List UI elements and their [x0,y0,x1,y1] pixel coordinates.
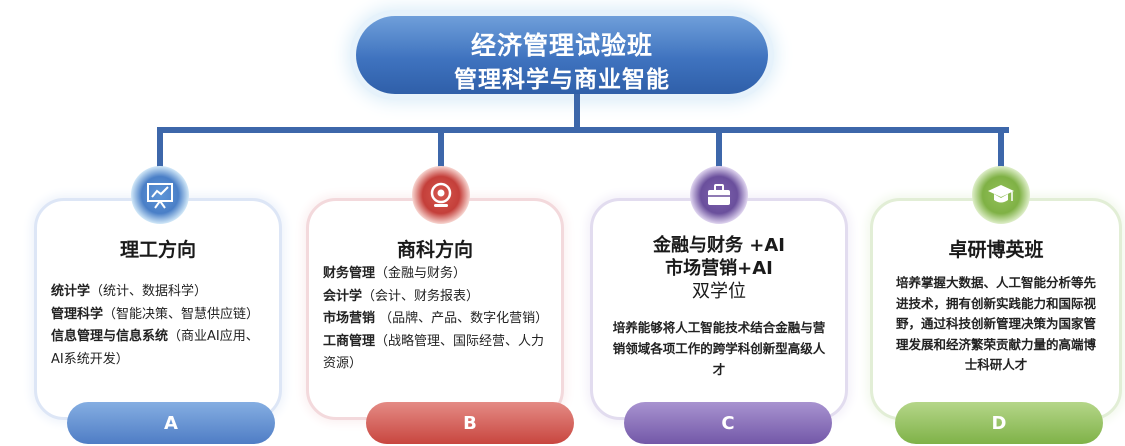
branch-tag-b: B [366,402,574,444]
list-item: 市场营销 （品牌、产品、数字化营销） [323,308,553,331]
branch-card-b: 商科方向 财务管理（金融与财务） 会计学（会计、财务报表） 市场营销 （品牌、产… [306,198,564,420]
item-note: （金融与财务） [375,266,467,281]
item-note: （品牌、产品、数字化营销） [375,311,549,326]
root-title: 经济管理试验班 [470,31,653,60]
briefcase-icon [690,166,748,224]
branch-description: 培养掌握大数据、人工智能分析等先进技术，拥有创新实践能力和国际视野，通过科技创新… [895,275,1096,372]
item-term: 市场营销 [323,311,376,326]
root-node: 经济管理试验班 管理科学与商业智能 [356,16,768,94]
item-term: 信息管理与信息系统 [51,329,169,344]
list-item: 管理科学（智能决策、智慧供应链） [51,304,271,327]
item-term: 会计学 [323,288,363,304]
item-note: （统计、数据科学） [90,284,208,299]
branch-tag-a: A [67,402,275,444]
branch-connector-c [716,127,722,171]
branch-item-list: 财务管理（金融与财务） 会计学（会计、财务报表） 市场营销 （品牌、产品、数字化… [323,263,553,376]
branch-title-line: 金融与财务 +AI [653,235,785,256]
item-term: 财务管理 [323,266,376,281]
branch-tag-c: C [624,402,832,444]
presentation-chart-icon [131,166,189,224]
branch-title-line: 双学位 [692,281,746,302]
branch-title: 卓研博英班 [948,239,1044,261]
branch-connector-d [998,127,1004,171]
list-item: 工商管理（战略管理、国际经营、人力资源） [323,331,553,376]
branch-connector-a [157,127,163,171]
branch-bar-connector [157,127,1009,133]
graduation-cap-icon [972,166,1030,224]
list-item: 财务管理（金融与财务） [323,263,553,286]
branch-title: 理工方向 [119,239,196,261]
branch-card-d: 卓研博英班 培养掌握大数据、人工智能分析等先进技术，拥有创新实践能力和国际视野，… [870,198,1122,420]
item-note: （商业AI应用、AI系统开发） [51,329,259,367]
branch-item-list: 统计学（统计、数据科学） 管理科学（智能决策、智慧供应链） 信息管理与信息系统（… [51,281,271,371]
webcam-icon [412,166,470,224]
branch-card-c: 金融与财务 +AI 市场营销+AI 双学位 培养能够将人工智能技术结合金融与营销… [590,198,848,420]
item-note: （战略管理、国际经营、人力资源） [323,333,545,372]
branch-connector-b [438,127,444,171]
branch-title: 商科方向 [396,239,473,261]
list-item: 会计学（会计、财务报表） [323,286,553,309]
trunk-connector [574,94,580,130]
branch-title-line: 市场营销+AI [665,258,773,279]
list-item: 信息管理与信息系统（商业AI应用、AI系统开发） [51,326,271,371]
item-note: （会计、财务报表） [362,288,480,304]
item-term: 工商管理 [323,333,376,349]
list-item: 统计学（统计、数据科学） [51,281,271,304]
branch-card-a: 理工方向 统计学（统计、数据科学） 管理科学（智能决策、智慧供应链） 信息管理与… [34,198,282,420]
branch-tag-d: D [895,402,1103,444]
item-note: （智能决策、智慧供应链） [103,306,260,322]
item-term: 管理科学 [51,306,104,322]
branch-description: 培养能够将人工智能技术结合金融与营销领域各项工作的跨学科创新型高级人才 [612,320,826,377]
item-term: 统计学 [51,284,91,299]
root-subtitle: 管理科学与商业智能 [454,67,670,93]
